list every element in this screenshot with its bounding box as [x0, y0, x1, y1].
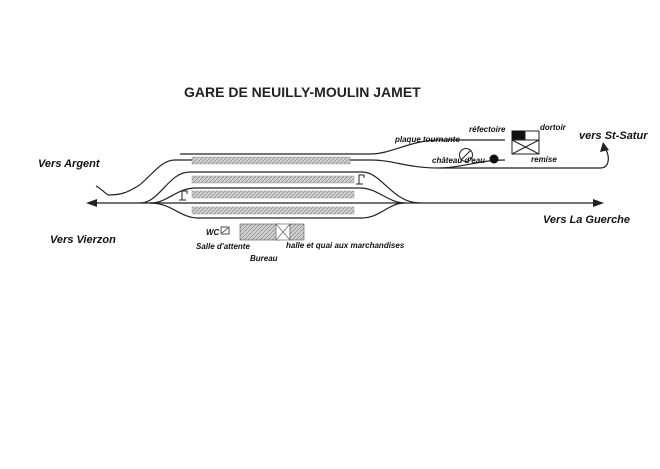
- label-dortoir: dortoir: [540, 123, 567, 132]
- water-crane-icon: [356, 174, 365, 185]
- passenger-building: [239, 223, 281, 241]
- wc-building: [220, 226, 230, 235]
- label-salle-attente: Salle d'attente: [196, 242, 250, 251]
- label-vers-argent: Vers Argent: [38, 158, 101, 170]
- label-chateau-deau: château d'eau: [432, 156, 485, 165]
- siding-tracks: [95, 139, 609, 219]
- depot-buildings: [511, 130, 540, 155]
- goods-hall: [289, 223, 305, 241]
- platforms: [191, 156, 355, 215]
- label-vers-st-satur: vers St-Satur: [579, 130, 648, 142]
- water-crane-icon: [179, 190, 188, 201]
- label-refectoire: réfectoire: [469, 125, 506, 134]
- label-remise: remise: [531, 155, 557, 164]
- label-bureau: Bureau: [250, 254, 278, 263]
- label-plaque-tournante: plaque tournante: [394, 135, 460, 144]
- main-line-track: [86, 199, 604, 207]
- label-vers-la-guerche: Vers La Guerche: [543, 214, 630, 226]
- diagram-title: GARE DE NEUILLY-MOULIN JAMET: [184, 84, 421, 100]
- turntable-icon: [459, 148, 473, 162]
- label-halle: halle et quai aux marchandises: [286, 241, 405, 250]
- label-wc: WC: [206, 228, 220, 237]
- label-vers-vierzon: Vers Vierzon: [50, 234, 116, 246]
- water-tower-icon: [489, 154, 499, 164]
